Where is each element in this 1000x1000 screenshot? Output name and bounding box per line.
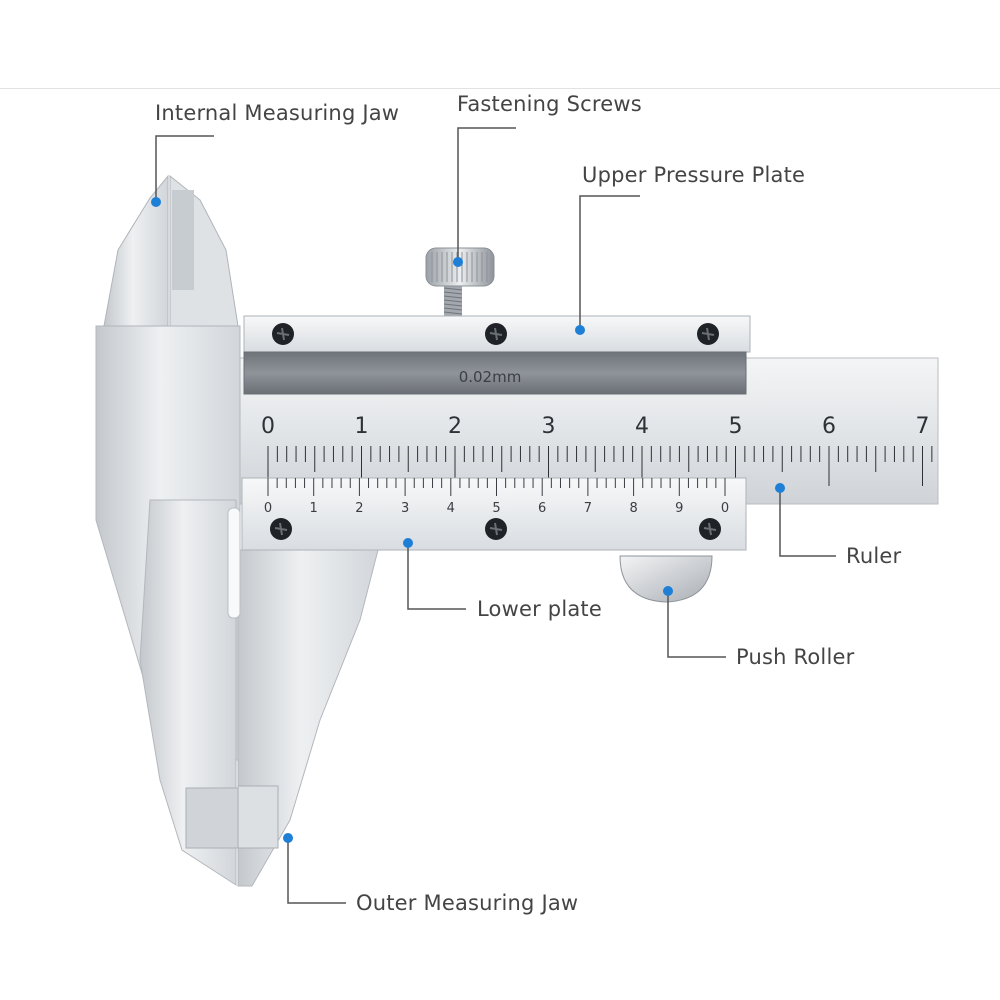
fixed-outer-jaw-face (185, 787, 239, 849)
fixed-internal-jaw (103, 174, 169, 327)
screw-dot (485, 323, 507, 345)
marker-fastening-screws (453, 257, 463, 267)
main-scale-number: 0 (261, 414, 275, 439)
marker-ruler (775, 483, 785, 493)
screw-threads (443, 287, 463, 315)
vernier-number: 9 (675, 501, 683, 516)
screw-dot (272, 323, 294, 345)
push-roller (619, 555, 713, 603)
thread-line (443, 311, 463, 315)
leader-upper-plate (579, 195, 640, 330)
leader-internal-jaw (155, 135, 214, 202)
label-fastening-screws: Fastening Screws (457, 92, 642, 116)
marker-internal-jaw (151, 197, 161, 207)
vernier-number: 0 (264, 501, 272, 516)
screw-dot (485, 518, 507, 540)
label-internal-measuring-jaw: Internal Measuring Jaw (155, 101, 400, 125)
vernier-number: 3 (401, 501, 409, 516)
vernier-number: 2 (355, 501, 363, 516)
main-scale: 0 1 2 3 4 5 6 7 (261, 414, 933, 486)
leader-outer-jaw (287, 838, 346, 904)
vernier-scale: 0 1 2 3 4 5 6 7 8 9 0 (264, 478, 729, 516)
main-scale-number: 7 (916, 414, 930, 439)
screw-dot (697, 323, 719, 345)
main-scale-number: 4 (635, 414, 649, 439)
top-divider (0, 88, 1000, 89)
label-outer-measuring-jaw: Outer Measuring Jaw (356, 891, 579, 915)
upper-plate-window (243, 351, 747, 395)
thread-line (443, 291, 463, 295)
leader-push-roller (667, 591, 726, 658)
moving-outer-jaw-face (237, 785, 279, 849)
leader-lower-plate (407, 543, 466, 610)
label-ruler: Ruler (846, 544, 902, 568)
marker-outer-jaw (283, 833, 293, 843)
vernier-number: 1 (310, 501, 318, 516)
thread-line (443, 307, 463, 311)
screw-dot (699, 518, 721, 540)
vernier-number: 0 (721, 501, 729, 516)
screw-head (425, 247, 495, 287)
screw-knurl (431, 252, 488, 282)
marker-push-roller (663, 586, 673, 596)
marker-upper-plate (575, 325, 585, 335)
thread-line (443, 299, 463, 303)
plate-screws (270, 323, 721, 540)
callout-markers (151, 197, 785, 843)
vernier-number: 7 (584, 501, 592, 516)
label-push-roller: Push Roller (736, 645, 855, 669)
leader-lines (155, 127, 836, 904)
resolution-label: 0.02mm (459, 368, 522, 386)
vernier-number: 6 (538, 501, 546, 516)
internal-jaw-face (172, 190, 194, 290)
leader-fastening-screws (457, 127, 516, 262)
thread-line (443, 303, 463, 307)
vernier-number: 5 (492, 501, 500, 516)
screw-dot (270, 518, 292, 540)
main-scale-number: 1 (355, 414, 369, 439)
thread-line (443, 287, 463, 291)
depth-slot (227, 507, 241, 619)
leader-ruler (779, 488, 836, 557)
label-lower-plate: Lower plate (477, 597, 602, 621)
main-scale-number: 2 (448, 414, 462, 439)
thread-line (443, 295, 463, 299)
marker-lower-plate (403, 538, 413, 548)
label-upper-pressure-plate: Upper Pressure Plate (582, 163, 806, 187)
vernier-number: 4 (447, 501, 455, 516)
main-scale-number: 5 (729, 414, 743, 439)
main-scale-number: 6 (822, 414, 836, 439)
main-scale-number: 3 (542, 414, 556, 439)
vernier-number: 8 (629, 501, 637, 516)
